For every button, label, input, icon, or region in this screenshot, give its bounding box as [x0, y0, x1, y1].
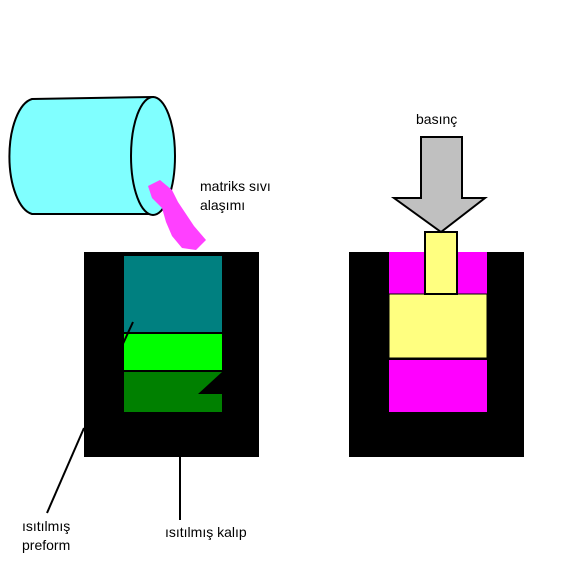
piston-rod — [424, 231, 458, 295]
crucible — [8, 95, 176, 216]
preform-pointer-line — [46, 427, 85, 514]
melt-in-mold — [124, 256, 222, 332]
heated-preform-label-line2: preform — [22, 537, 71, 553]
piston-body — [388, 293, 488, 359]
preform-pointer-inner — [120, 321, 134, 349]
alloy-bottom — [389, 360, 487, 412]
mold-notch — [198, 372, 222, 394]
pressure-arrow — [390, 136, 488, 234]
heated-preform-label-line1: ısıtılmış — [22, 518, 71, 534]
heated-mold-label: ısıtılmış kalıp — [165, 524, 247, 540]
preform-infiltrated — [124, 334, 222, 370]
pressure-label: basınç — [416, 111, 458, 127]
liquid-alloy-stream — [148, 180, 206, 250]
liquid-alloy-label-line2: alaşımı — [200, 197, 246, 213]
liquid-alloy-label-line1: matriks sıvı — [200, 178, 271, 194]
